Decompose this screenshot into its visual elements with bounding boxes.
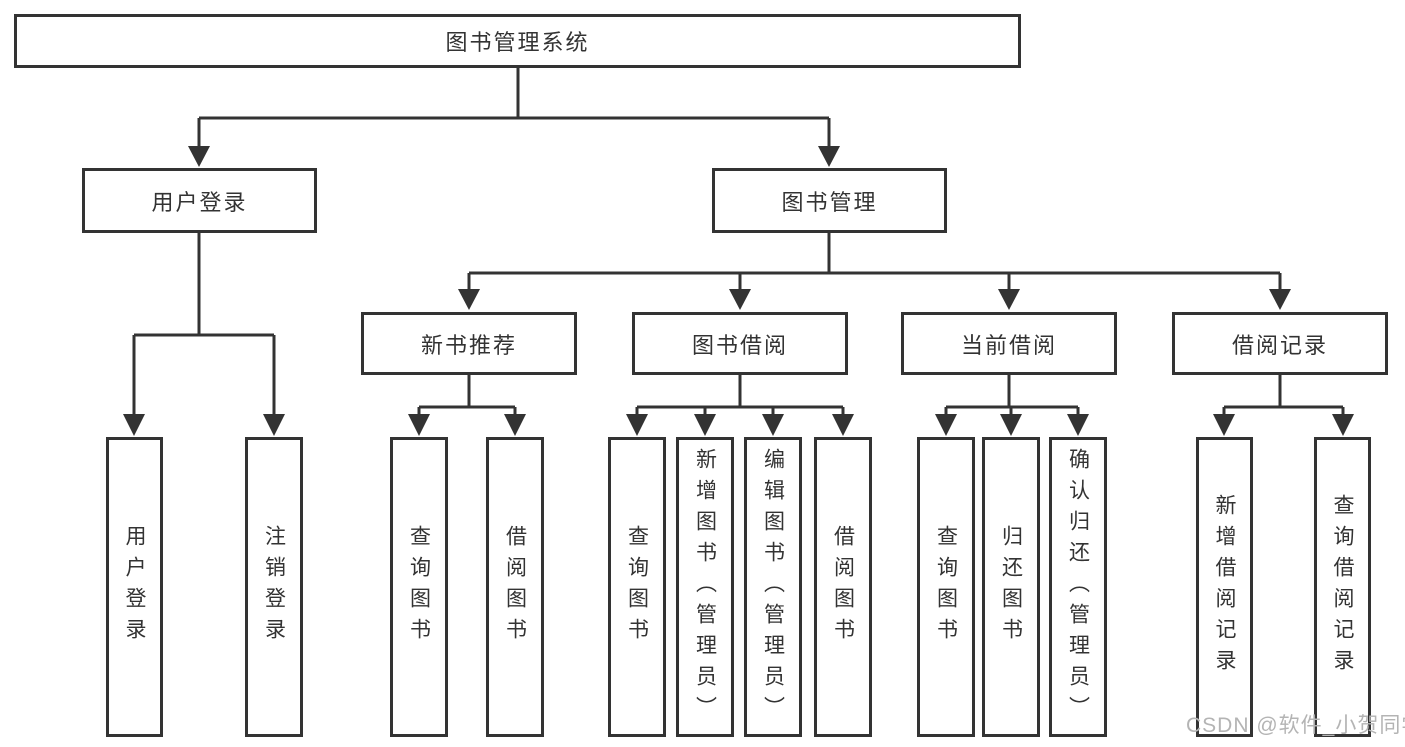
leaf-user-login: 用户登录	[106, 437, 163, 737]
arrowhead	[1067, 414, 1089, 436]
node-book-borrowing: 图书借阅	[632, 312, 848, 375]
leaf-add-book-admin: 新增图书（管理员）	[676, 437, 734, 737]
arrowhead	[832, 414, 854, 436]
leaf-borrow-books-1: 借阅图书	[486, 437, 544, 737]
leaf-query-books-1-label: 查询图书	[407, 525, 431, 649]
arrowhead	[504, 414, 526, 436]
leaf-add-borrow-record-label: 新增借阅记录	[1213, 494, 1236, 680]
leaf-edit-book-admin-label: 编辑图书（管理员）	[761, 447, 785, 727]
leaf-query-books-2-label: 查询图书	[625, 525, 649, 649]
arrowhead	[998, 289, 1020, 310]
arrowhead	[762, 414, 784, 436]
arrowhead	[1213, 414, 1235, 436]
arrowhead	[1269, 289, 1291, 310]
watermark: CSDN @软件_小贺同学	[1186, 714, 1405, 737]
node-book-borrowing-label: 图书借阅	[691, 332, 788, 358]
arrowhead	[458, 289, 480, 310]
node-user-login: 用户登录	[82, 168, 317, 233]
leaf-confirm-return-admin-label: 确认归还（管理员）	[1066, 447, 1090, 727]
node-root-system-label: 图书管理系统	[445, 30, 590, 55]
leaf-add-borrow-record: 新增借阅记录	[1196, 437, 1253, 737]
node-borrowing-records: 借阅记录	[1172, 312, 1388, 375]
leaf-borrow-books-2: 借阅图书	[814, 437, 872, 737]
node-user-login-label: 用户登录	[151, 189, 248, 215]
arrowhead	[626, 414, 648, 436]
node-new-book-recommend: 新书推荐	[361, 312, 577, 375]
leaf-query-borrow-record: 查询借阅记录	[1314, 437, 1371, 737]
node-book-management-label: 图书管理	[781, 189, 878, 215]
leaf-borrow-books-1-label: 借阅图书	[503, 525, 527, 649]
arrowhead	[123, 414, 145, 436]
leaf-edit-book-admin: 编辑图书（管理员）	[744, 437, 802, 737]
leaf-return-books: 归还图书	[982, 437, 1040, 737]
arrowhead	[188, 146, 210, 167]
node-current-borrowing-label: 当前借阅	[960, 332, 1057, 358]
arrowhead	[1000, 414, 1022, 436]
arrowhead	[263, 414, 285, 436]
leaf-return-books-label: 归还图书	[999, 525, 1023, 649]
node-book-management: 图书管理	[712, 168, 947, 233]
leaf-query-books-3: 查询图书	[917, 437, 975, 737]
node-new-book-recommend-label: 新书推荐	[420, 332, 517, 358]
leaf-query-books-1: 查询图书	[390, 437, 448, 737]
node-current-borrowing: 当前借阅	[901, 312, 1117, 375]
arrowhead	[818, 146, 840, 167]
leaf-borrow-books-2-label: 借阅图书	[831, 525, 855, 649]
leaf-confirm-return-admin: 确认归还（管理员）	[1049, 437, 1107, 737]
arrowhead	[935, 414, 957, 436]
leaf-query-books-3-label: 查询图书	[934, 525, 958, 649]
arrowhead	[1332, 414, 1354, 436]
arrowhead	[408, 414, 430, 436]
leaf-logout-label: 注销登录	[262, 525, 286, 649]
leaf-user-login-label: 用户登录	[123, 525, 146, 649]
node-borrowing-records-label: 借阅记录	[1231, 332, 1328, 358]
arrowhead	[694, 414, 716, 436]
tree-edges	[132, 68, 1345, 416]
leaf-query-borrow-record-label: 查询借阅记录	[1331, 494, 1354, 680]
leaf-add-book-admin-label: 新增图书（管理员）	[693, 447, 717, 727]
node-root-system: 图书管理系统	[14, 14, 1021, 68]
arrowhead	[729, 289, 751, 310]
leaf-logout: 注销登录	[245, 437, 303, 737]
leaf-query-books-2: 查询图书	[608, 437, 666, 737]
